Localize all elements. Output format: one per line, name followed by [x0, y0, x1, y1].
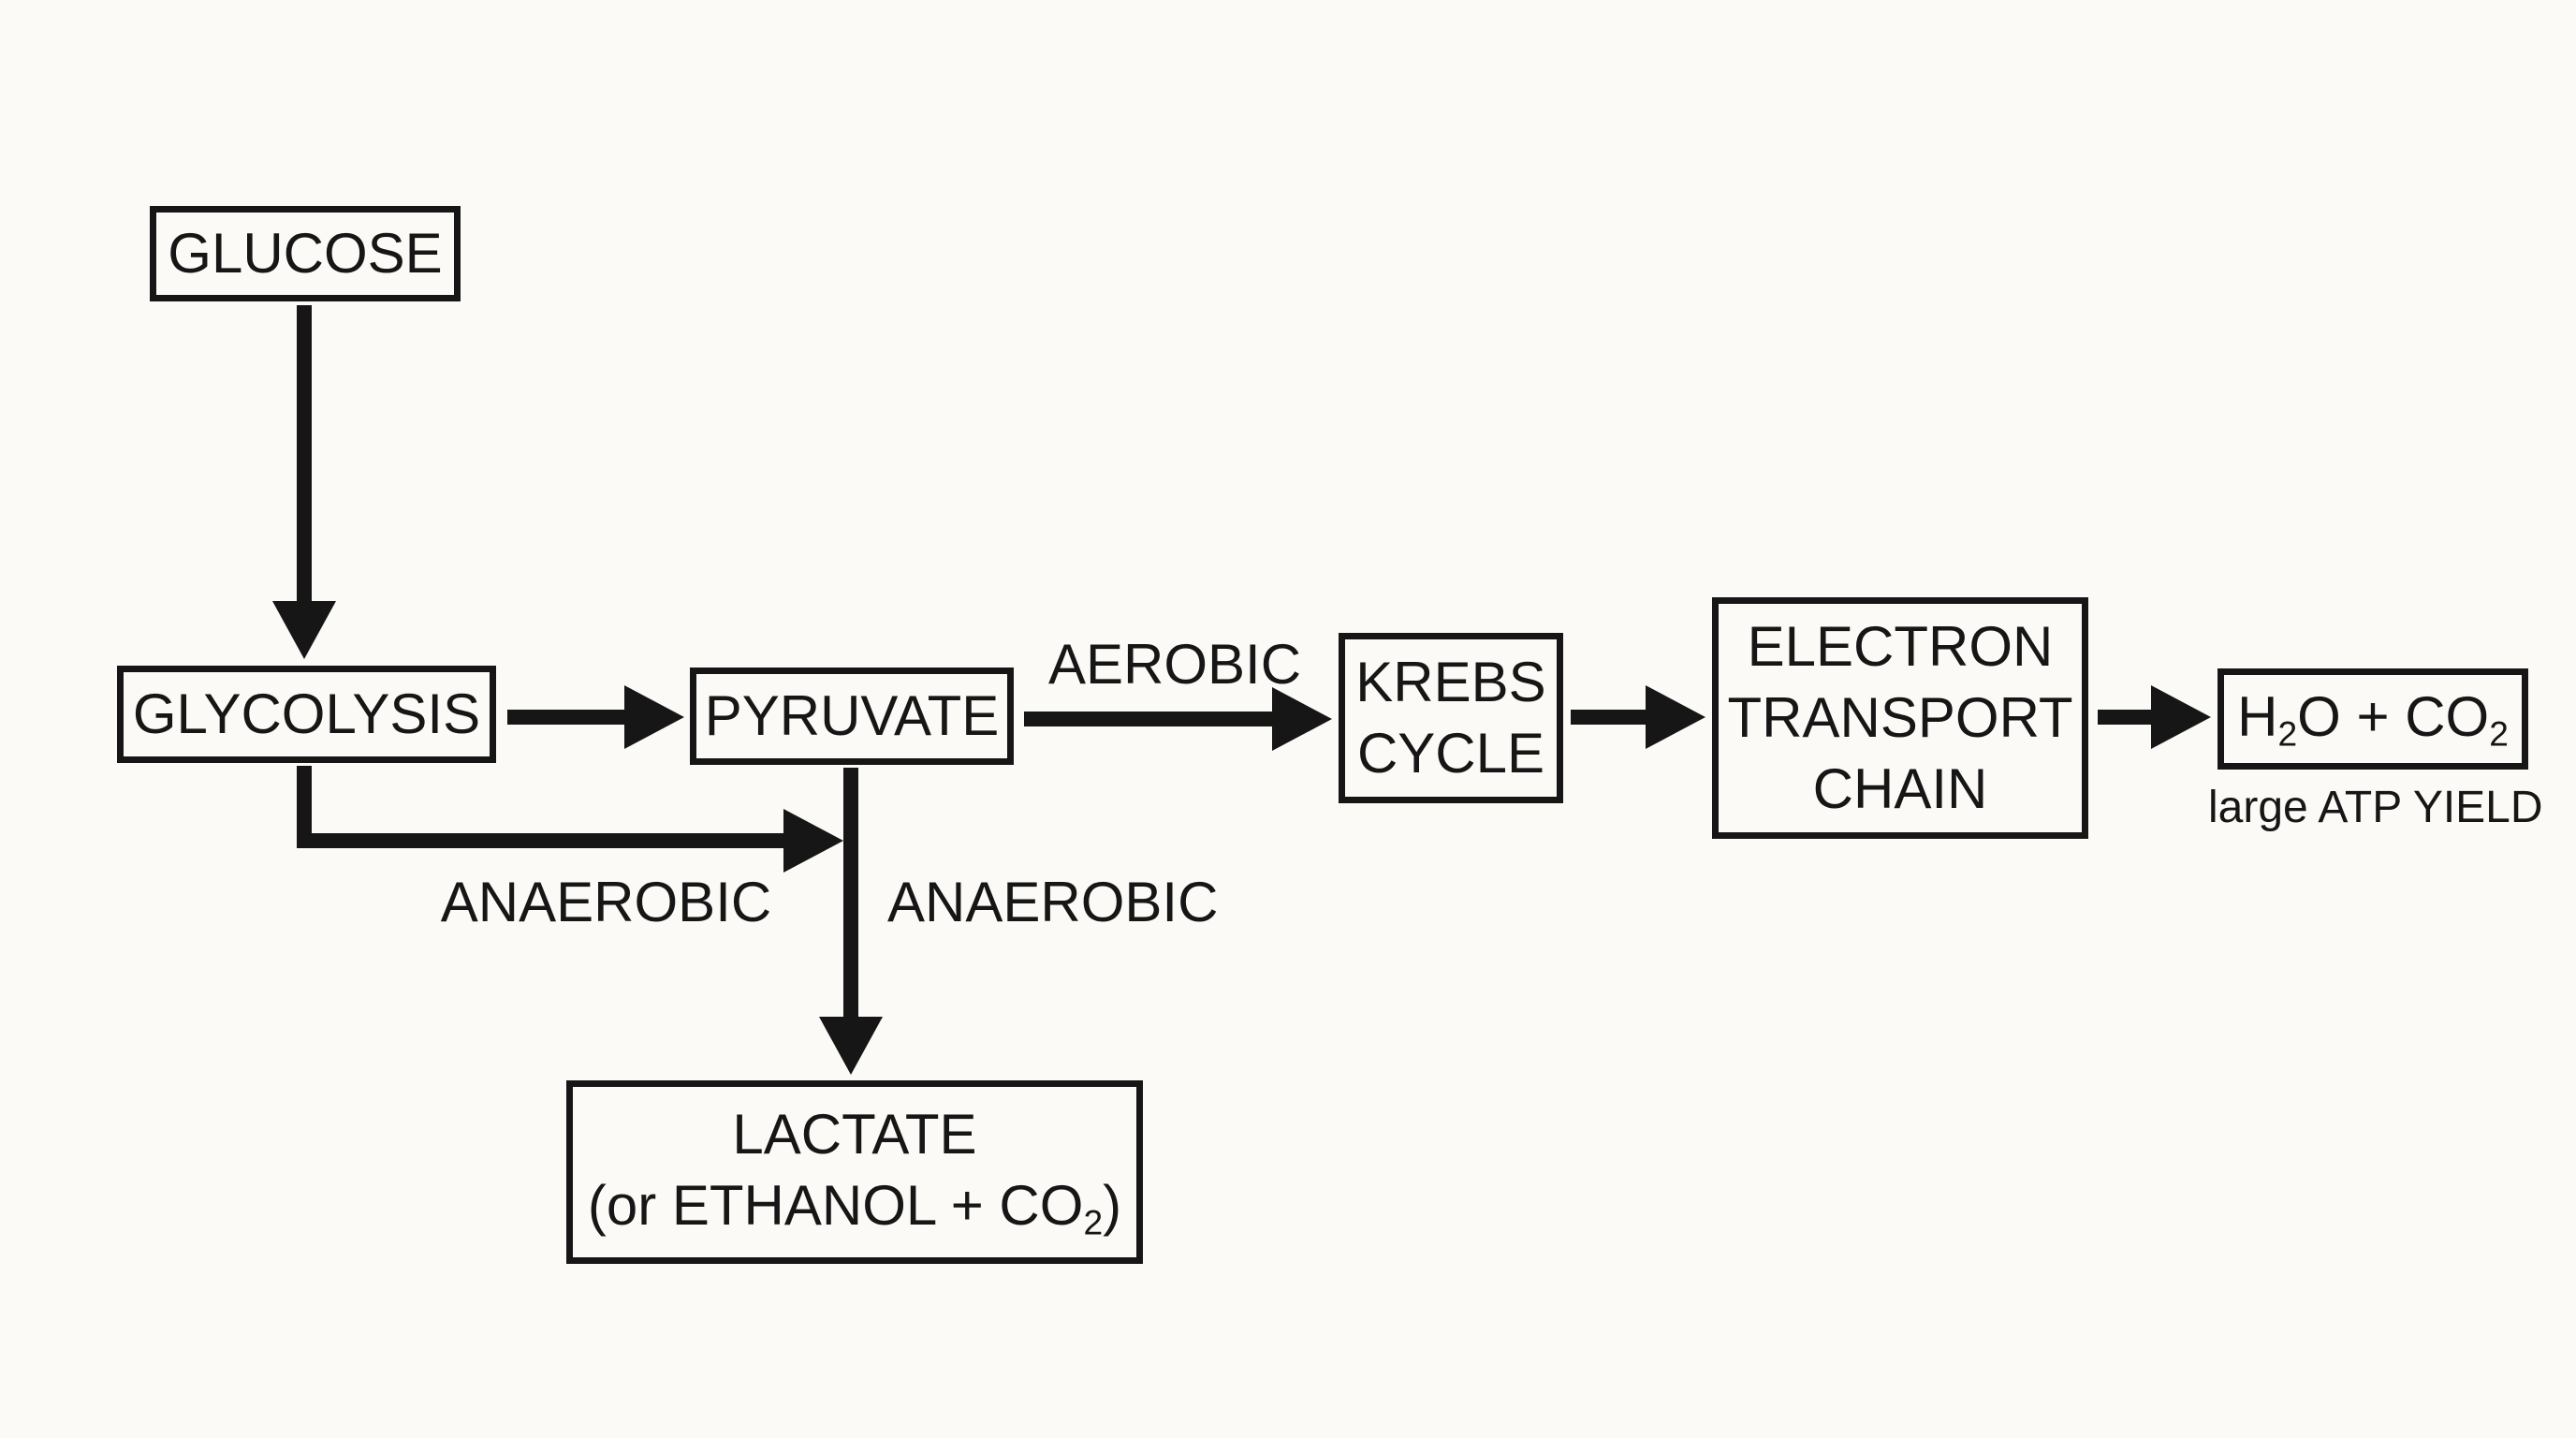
node-etc-line2: TRANSPORT — [1727, 685, 2073, 749]
node-etc-line3: CHAIN — [1812, 757, 1988, 821]
arrow-krebs-to-etc — [1571, 685, 1705, 749]
water-h: H — [2237, 685, 2278, 749]
label-aerobic: AEROBIC — [1047, 633, 1302, 696]
node-krebs-cycle: KREBS CYCLE — [1339, 633, 1563, 803]
arrow-pyruvate-to-krebs — [1024, 687, 1332, 751]
label-anaerobic-left: ANAEROBIC — [440, 871, 772, 933]
node-pyruvate-label: PYRUVATE — [704, 683, 1000, 747]
arrow-glycolysis-to-pyruvate — [507, 685, 684, 749]
arrow-glycolysis-anaerobic-elbow — [297, 766, 843, 873]
arrow-etc-to-water — [2098, 685, 2211, 749]
arrow-pyruvate-to-lactate — [819, 768, 883, 1075]
node-lactate-line2: (or ETHANOL + CO2) — [588, 1170, 1121, 1245]
node-glycolysis: GLYCOLYSIS — [117, 666, 496, 763]
node-lactate-line1: LACTATE — [732, 1103, 977, 1167]
node-krebs-line1: KREBS — [1355, 650, 1546, 713]
water-mid: O + CO — [2297, 685, 2490, 749]
lactate-line2-pre: (or ETHANOL + CO — [587, 1174, 1084, 1238]
arrow-glucose-to-glycolysis — [272, 305, 336, 659]
node-electron-transport-chain: ELECTRON TRANSPORT CHAIN — [1712, 597, 2088, 839]
node-glycolysis-label: GLYCOLYSIS — [132, 682, 481, 745]
lactate-line2-post: ) — [1103, 1174, 1122, 1238]
water-sub1: 2 — [2277, 713, 2298, 754]
node-water-co2: H2O + CO2 — [2217, 668, 2528, 770]
node-krebs-line2: CYCLE — [1356, 722, 1545, 785]
node-water-formula: H2O + CO2 — [2237, 682, 2509, 756]
node-glucose: GLUCOSE — [150, 206, 461, 301]
label-large-atp-yield: large ATP YIELD — [2208, 783, 2543, 832]
water-sub2: 2 — [2489, 713, 2509, 754]
node-lactate: LACTATE (or ETHANOL + CO2) — [566, 1080, 1143, 1264]
node-pyruvate: PYRUVATE — [690, 668, 1014, 765]
node-etc-line1: ELECTRON — [1747, 614, 2054, 678]
label-anaerobic-right: ANAEROBIC — [887, 871, 1219, 933]
lactate-line2-sub: 2 — [1083, 1202, 1104, 1242]
node-glucose-label: GLUCOSE — [168, 221, 443, 285]
